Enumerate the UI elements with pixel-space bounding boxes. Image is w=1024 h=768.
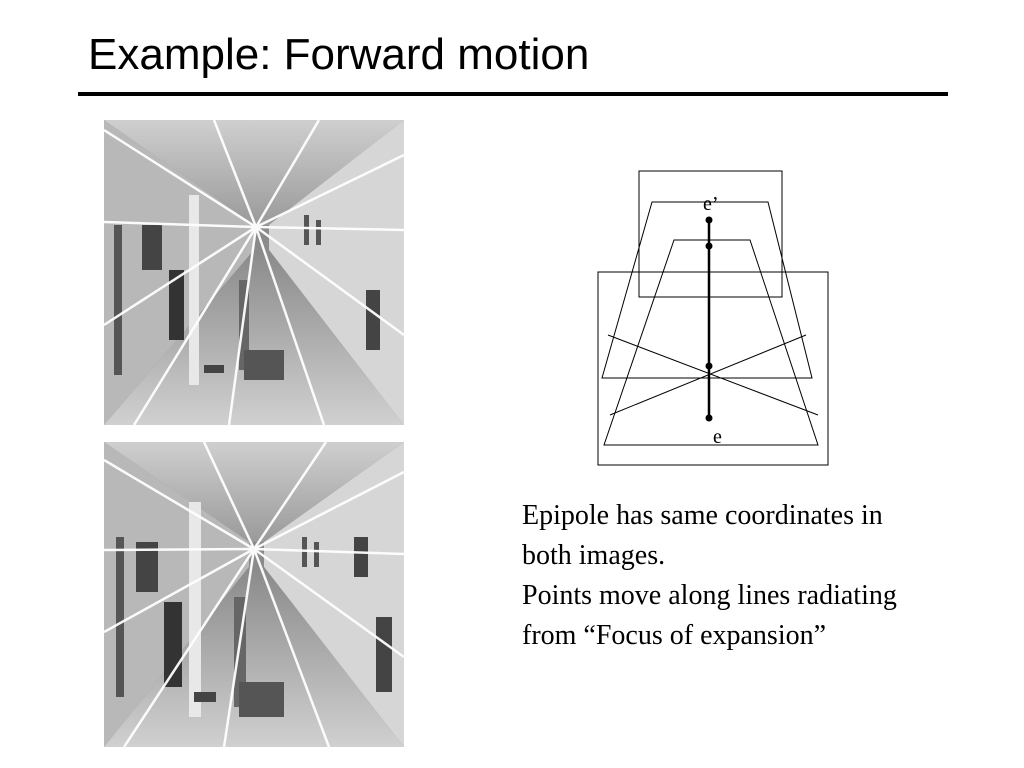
epipole-diagram: e’ e: [597, 170, 829, 466]
trapezoid-top: [601, 201, 813, 379]
image-frame-bottom: [597, 271, 829, 466]
epipole-top-dot: [705, 216, 713, 224]
caption-text: Epipole has same coordinates in both ima…: [522, 496, 992, 656]
slide-title: Example: Forward motion: [88, 30, 590, 79]
caption-line-2: both images.: [522, 540, 666, 571]
title-divider: [78, 92, 948, 96]
corridor-image-2: [104, 442, 404, 747]
caption-line-1: Epipole has same coordinates in: [522, 500, 883, 531]
corridor-image-1: [104, 120, 404, 425]
image-frame-top: [638, 170, 783, 298]
trapezoid-bottom: [603, 239, 819, 446]
epipole-label: e: [713, 426, 722, 448]
caption-line-4: from “Focus of expansion”: [522, 620, 827, 651]
epipole-bottom-dot: [705, 414, 713, 422]
epipole-prime-label: e’: [703, 193, 719, 215]
point-dot-2: [705, 362, 713, 370]
caption-line-3: Points move along lines radiating: [522, 580, 897, 611]
point-dot-1: [705, 242, 713, 250]
